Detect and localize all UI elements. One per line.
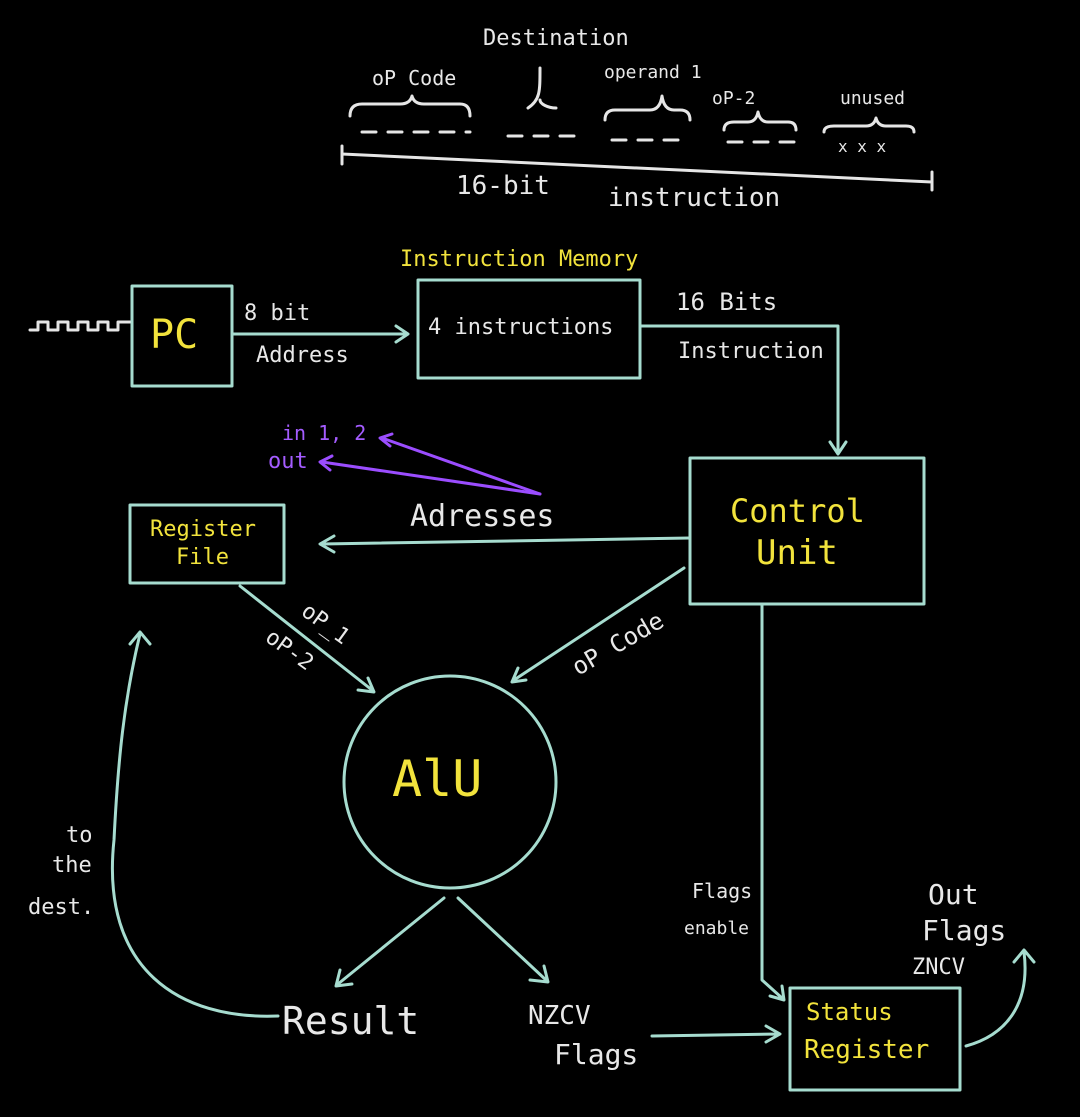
- instruction-format: Destination oP Code operand 1 oP-2 unuse…: [340, 26, 934, 213]
- register-file-line1: Register: [150, 517, 256, 542]
- flags-enable-line1: Flags: [692, 879, 752, 903]
- register-file: Register File: [128, 503, 286, 585]
- status-out-arrow: [964, 948, 1036, 1048]
- control-unit: Control Unit: [688, 456, 926, 606]
- alu-to-result-arrow: [334, 896, 446, 988]
- op2-field-label: oP-2: [712, 88, 755, 109]
- unused-field-label: unused: [840, 88, 905, 109]
- status-register: Status Register Out Flags ZNCV: [788, 878, 1036, 1092]
- unused-brace: [822, 116, 916, 134]
- imem-to-cu-arrow: [638, 324, 848, 456]
- nzcv-line2: Flags: [554, 1038, 638, 1071]
- instruction-memory: Instruction Memory 4 instructions 16 Bit…: [400, 247, 848, 456]
- operand1-brace: [603, 94, 692, 122]
- bits-label: 16-bit: [456, 171, 550, 201]
- imem-output-width: 16 Bits: [676, 288, 777, 316]
- operand2-label: oP-2: [260, 625, 318, 676]
- pc-box: [130, 284, 234, 388]
- instruction-width-line: [340, 144, 934, 192]
- addresses-note-out: out: [268, 449, 308, 474]
- imem-content: 4 instructions: [428, 315, 613, 340]
- control-unit-box: [688, 456, 926, 606]
- opcode-label: oP Code: [567, 606, 669, 681]
- addresses-label: Adresses: [410, 499, 555, 534]
- clock-signal: [28, 320, 132, 332]
- imem-box: [416, 278, 642, 380]
- control-unit-line2: Unit: [756, 533, 838, 573]
- op2-brace: [722, 110, 798, 132]
- opcode-line: oP Code: [510, 566, 686, 684]
- operand1-label: oP_1: [296, 599, 354, 650]
- flags-enable-line2: enable: [684, 918, 749, 939]
- alu-label: AlU: [392, 750, 482, 808]
- writeback-line1: to: [66, 823, 93, 848]
- alu-to-flags-arrow: [456, 896, 550, 984]
- status-register-line1: Status: [806, 998, 893, 1026]
- nzcv-line1: NZCV: [528, 1001, 591, 1031]
- writeback-arrow: [111, 630, 280, 1018]
- destination-marker: [526, 66, 558, 110]
- imem-output-label: Instruction: [678, 339, 824, 364]
- flags-to-status-arrow: [650, 1024, 782, 1044]
- alu: AlU: [342, 674, 558, 890]
- register-file-box: [128, 503, 286, 585]
- instruction-label: instruction: [608, 183, 780, 213]
- pc-address-width: 8 bit: [244, 301, 310, 326]
- operand1-field-label: operand 1: [604, 62, 702, 83]
- alu-circle: [342, 674, 558, 890]
- imem-title: Instruction Memory: [400, 247, 638, 272]
- cu-to-regfile-arrow: [318, 534, 692, 554]
- status-register-box: [788, 986, 962, 1092]
- operands: oP_1 oP-2: [238, 584, 376, 694]
- cu-to-status-arrow: [760, 602, 786, 1002]
- addresses-bus: Adresses in 1, 2 out: [268, 421, 692, 554]
- opcode-brace: [348, 94, 472, 118]
- register-file-line2: File: [176, 545, 229, 570]
- addresses-in-pointer: [378, 432, 542, 496]
- out-flags-line3: ZNCV: [912, 955, 965, 980]
- status-register-line2: Register: [804, 1035, 929, 1065]
- alu-outputs: Result to the dest. NZCV Flags: [28, 630, 782, 1071]
- cu-to-alu-arrow: [510, 566, 686, 684]
- out-flags-line2: Flags: [922, 914, 1006, 947]
- result-label: Result: [282, 999, 419, 1043]
- flags-enable: Flags enable: [684, 602, 786, 1002]
- pc-to-imem-arrow: [230, 324, 410, 344]
- opcode-field-label: oP Code: [372, 66, 456, 90]
- pc-label: PC: [150, 312, 198, 358]
- writeback-line2: the: [52, 853, 92, 878]
- out-flags-line1: Out: [928, 878, 979, 911]
- control-unit-line1: Control: [730, 492, 865, 530]
- unused-marks: x x x: [838, 137, 887, 156]
- writeback-line3: dest.: [28, 895, 94, 920]
- addresses-note-in: in 1, 2: [282, 421, 366, 445]
- regfile-to-alu-arrow: [238, 584, 376, 694]
- pc-address-label: Address: [256, 343, 349, 368]
- addresses-out-pointer: [318, 454, 542, 496]
- program-counter: PC 8 bit Address: [28, 284, 410, 388]
- destination-label: Destination: [483, 26, 629, 51]
